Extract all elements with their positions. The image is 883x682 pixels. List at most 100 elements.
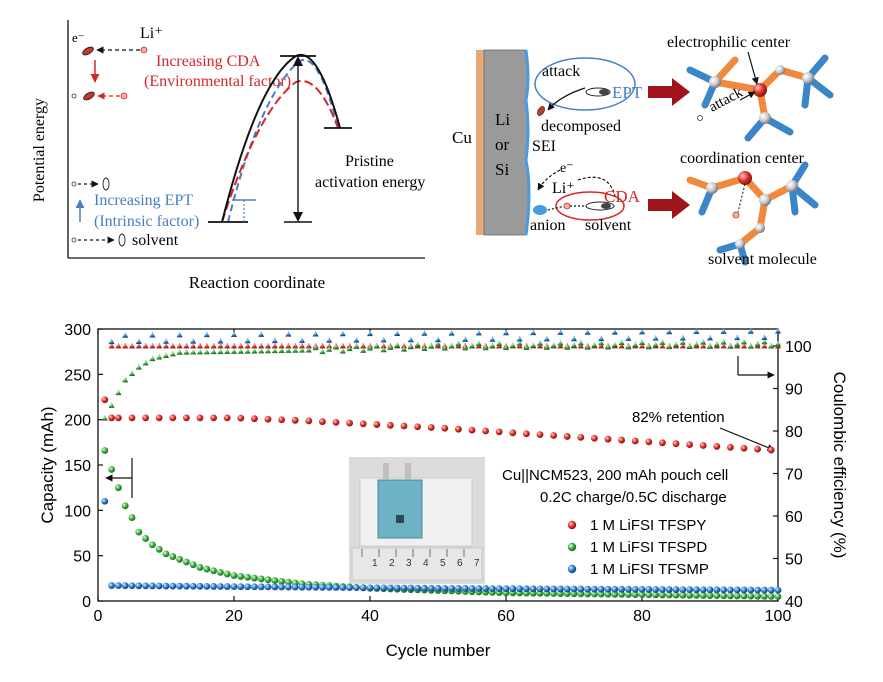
ce-point bbox=[414, 341, 421, 347]
cda-loop bbox=[555, 191, 625, 221]
capacity-point bbox=[550, 432, 557, 439]
capacity-point bbox=[740, 444, 748, 452]
capacity-point bbox=[312, 583, 319, 591]
capacity-point bbox=[448, 584, 455, 592]
y2-tick-label: 40 bbox=[785, 594, 803, 611]
capacity-point bbox=[754, 445, 761, 453]
y-axis-label: Capacity (mAh) bbox=[38, 406, 57, 523]
capacity-point bbox=[223, 414, 231, 422]
capacity-point bbox=[135, 528, 143, 536]
ce-point bbox=[503, 344, 509, 351]
ce-point bbox=[482, 344, 489, 351]
attack-label: attack bbox=[542, 63, 580, 80]
capacity-point bbox=[563, 433, 571, 440]
capacity-point bbox=[706, 592, 714, 599]
ce-point bbox=[441, 344, 448, 351]
capacity-point bbox=[387, 421, 394, 429]
capacity-point bbox=[693, 591, 700, 599]
y-tick-label: 150 bbox=[64, 458, 91, 475]
ce-point bbox=[380, 342, 387, 349]
capacity-point bbox=[706, 586, 714, 594]
ce-point bbox=[421, 345, 428, 351]
capacity-point bbox=[237, 573, 245, 580]
capacity-point bbox=[441, 424, 449, 432]
ce-point bbox=[339, 330, 346, 337]
ce-point bbox=[176, 349, 183, 355]
capacity-point bbox=[550, 585, 557, 593]
ce-point bbox=[401, 342, 407, 349]
ce-point bbox=[142, 342, 149, 349]
ce-point bbox=[203, 342, 210, 349]
ce-point bbox=[584, 329, 591, 335]
ce-point bbox=[135, 342, 142, 349]
ce-point bbox=[217, 348, 224, 355]
capacity-point bbox=[591, 434, 598, 442]
y-tick-label: 200 bbox=[64, 413, 91, 430]
capacity-point bbox=[489, 585, 496, 592]
ce-point bbox=[537, 340, 543, 346]
retention-pointer bbox=[719, 427, 775, 451]
capacity-point bbox=[305, 583, 313, 591]
ce-point bbox=[686, 343, 693, 349]
ce-point bbox=[707, 334, 713, 341]
capacity-point bbox=[672, 591, 680, 599]
y2-tick-label: 80 bbox=[785, 424, 803, 441]
capacity-point bbox=[672, 440, 680, 448]
ce-point bbox=[312, 330, 319, 337]
capacity-point bbox=[155, 545, 163, 553]
capacity-point bbox=[631, 585, 639, 593]
ept-mech-label: EPT bbox=[612, 83, 643, 102]
electron-symbol: e⁻ bbox=[72, 30, 85, 45]
x-axis-label: Cycle number bbox=[386, 641, 491, 660]
capacity-point bbox=[121, 582, 129, 590]
solvent-molecule-icon bbox=[102, 177, 110, 191]
ce-point bbox=[516, 335, 523, 342]
capacity-point bbox=[516, 585, 523, 593]
ce-point bbox=[305, 342, 312, 349]
capacity-point bbox=[230, 583, 238, 591]
ce-point bbox=[543, 335, 550, 342]
ce-point bbox=[775, 340, 781, 347]
y2-tick-label: 60 bbox=[785, 509, 803, 526]
ce-point bbox=[299, 337, 305, 343]
ce-point bbox=[176, 331, 183, 338]
capacity-point bbox=[455, 585, 462, 592]
ce-point bbox=[217, 337, 224, 344]
li-ion-icon bbox=[120, 92, 128, 100]
ce-point bbox=[380, 336, 387, 343]
ce-point bbox=[197, 342, 203, 349]
capacity-point bbox=[217, 583, 224, 590]
capacity-point bbox=[774, 586, 782, 594]
capacity-point bbox=[679, 591, 687, 599]
capacity-point bbox=[176, 555, 184, 563]
cda-label-2: (Environmental factor) bbox=[144, 73, 291, 90]
capacity-point bbox=[618, 585, 625, 593]
capacity-point bbox=[183, 414, 190, 422]
capacity-point bbox=[652, 586, 659, 593]
capacity-point bbox=[169, 582, 177, 590]
ce-point bbox=[645, 343, 652, 350]
ce-point bbox=[720, 328, 727, 334]
coordination-pointer bbox=[737, 183, 746, 213]
li-ion-icon bbox=[563, 202, 571, 210]
ce-point bbox=[611, 341, 618, 348]
ce-point bbox=[720, 342, 727, 349]
ce-point bbox=[584, 343, 591, 350]
ce-point bbox=[775, 327, 781, 334]
capacity-point bbox=[727, 592, 734, 600]
ce-point bbox=[564, 344, 571, 350]
ce-point bbox=[231, 348, 237, 354]
ce-point bbox=[285, 342, 292, 349]
li-ion-symbol: Li⁺ bbox=[140, 25, 163, 42]
ruler-digit: 2 bbox=[389, 558, 395, 569]
ce-point bbox=[278, 347, 285, 354]
red-big-arrow-top bbox=[648, 78, 690, 106]
ce-point bbox=[251, 347, 258, 354]
anion-icon bbox=[533, 205, 547, 215]
ce-point bbox=[265, 342, 271, 349]
ce-point bbox=[326, 342, 333, 349]
capacity-point bbox=[570, 590, 578, 598]
